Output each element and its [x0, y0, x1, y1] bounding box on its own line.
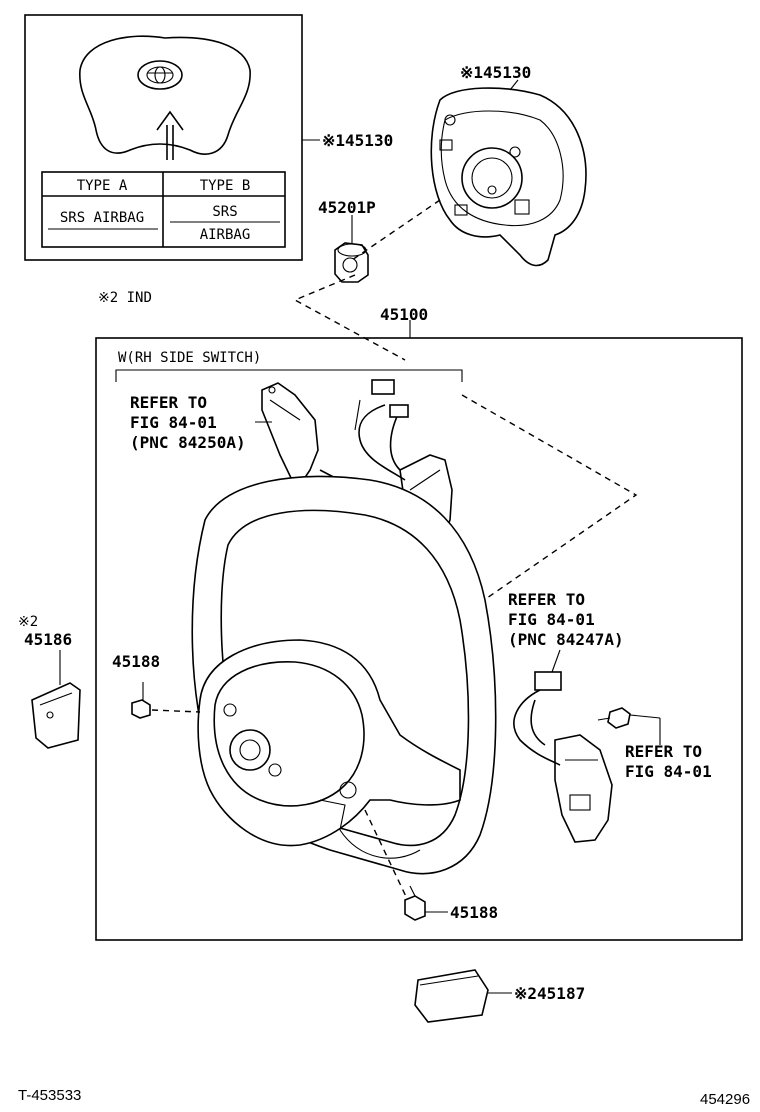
label-145130-top: ※145130 — [460, 63, 531, 82]
label-refer3-line2: FIG 84-01 — [625, 762, 712, 781]
label-refer1-line2: FIG 84-01 — [130, 413, 217, 432]
airbag-module-145130 — [430, 79, 587, 267]
cover-45186 — [31, 650, 81, 749]
type-b-value-line2: AIRBAG — [200, 227, 251, 243]
label-w-rh-side-switch: W(RH SIDE SWITCH) — [118, 350, 261, 366]
label-refer3-line1: REFER TO — [625, 742, 702, 761]
label-45188-bottom: 45188 — [450, 903, 498, 922]
rh-switch-bracket — [115, 369, 463, 382]
rh-switch-assembly — [255, 379, 453, 551]
footer-left-code: T-453533 — [18, 1087, 81, 1104]
steering-wheel — [191, 475, 497, 875]
label-45186-mark: ※2 — [18, 614, 38, 630]
label-refer2-line3: (PNC 84247A) — [508, 630, 624, 649]
lh-switch-assembly — [513, 649, 661, 843]
type-table: TYPE A TYPE B SRS AIRBAG SRS AIRBAG — [41, 171, 286, 248]
cover-245187 — [414, 969, 512, 1023]
label-45188-left: 45188 — [112, 652, 160, 671]
label-refer2-line2: FIG 84-01 — [508, 610, 595, 629]
label-45100: 45100 — [380, 305, 428, 324]
type-b-header: TYPE B — [200, 178, 251, 194]
label-45201p: 45201P — [318, 198, 376, 217]
footer-right-code: 454296 — [700, 1091, 750, 1108]
label-refer2-line1: REFER TO — [508, 590, 585, 609]
type-a-value: SRS AIRBAG — [60, 210, 144, 226]
type-a-header: TYPE A — [77, 178, 128, 194]
label-refer1-line3: (PNC 84250A) — [130, 433, 246, 452]
airbag-pad-outline — [79, 35, 251, 155]
steering-wheel-assembly-frame — [95, 337, 743, 941]
screw-45188-left — [131, 682, 151, 719]
screw-45188-bottom — [404, 885, 448, 921]
label-45186: 45186 — [24, 630, 72, 649]
type-b-value-line1: SRS — [212, 204, 237, 220]
label-refer1-line1: REFER TO — [130, 393, 207, 412]
label-245187: ※245187 — [514, 984, 585, 1003]
arrow-up-icon — [156, 110, 184, 160]
emblem-icon — [137, 60, 183, 90]
label-145130-mid: ※145130 — [322, 131, 393, 150]
airbag-type-inset: TYPE A TYPE B SRS AIRBAG SRS AIRBAG — [24, 14, 320, 261]
label-ind-note: ※2 IND — [98, 290, 152, 306]
nut-45201p — [334, 215, 369, 283]
hub-nut-icon — [229, 729, 271, 771]
